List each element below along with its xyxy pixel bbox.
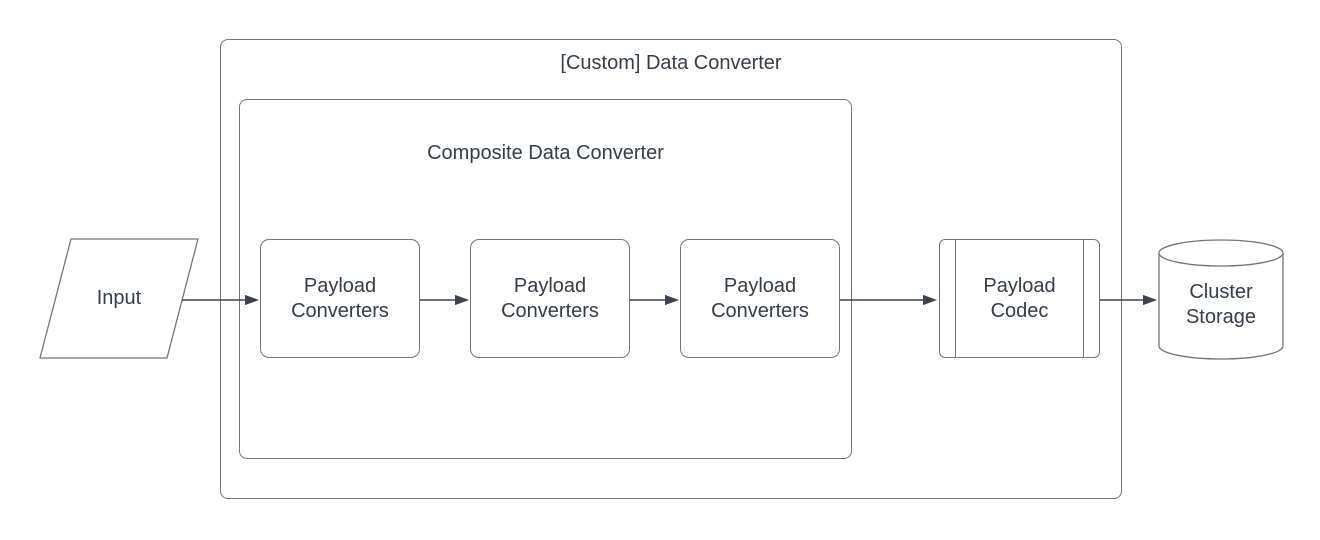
- payload-converters-label-3: Payload Converters: [711, 274, 809, 322]
- codec-left-bar: [955, 240, 956, 357]
- payload-codec-node: Payload Codec: [939, 239, 1100, 358]
- payload-converters-node-3: Payload Converters: [680, 239, 840, 358]
- payload-converters-label-2: Payload Converters: [501, 274, 599, 322]
- cluster-storage-label: Cluster Storage: [1185, 281, 1257, 328]
- payload-converters-label-1: Payload Converters: [291, 274, 389, 322]
- custom-data-converter-title: [Custom] Data Converter: [560, 52, 782, 74]
- payload-codec-label: Payload Codec: [983, 274, 1056, 322]
- input-label: Input: [96, 287, 142, 309]
- payload-converters-node-1: Payload Converters: [260, 239, 420, 358]
- codec-right-bar: [1083, 240, 1084, 357]
- payload-converters-node-2: Payload Converters: [470, 239, 630, 358]
- composite-data-converter-title: Composite Data Converter: [427, 142, 664, 164]
